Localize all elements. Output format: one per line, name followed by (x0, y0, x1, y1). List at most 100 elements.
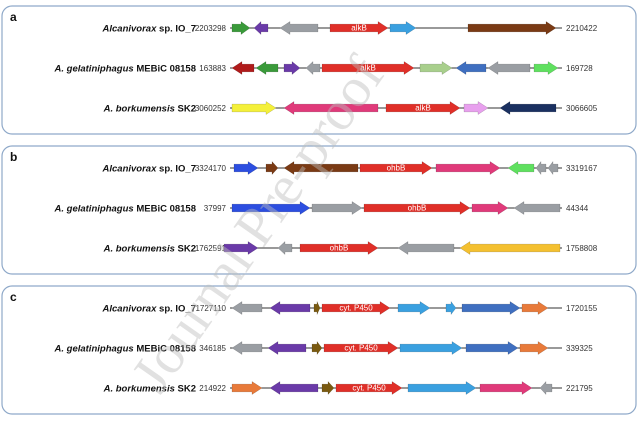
gene-arrow (399, 341, 463, 355)
gene-arrow (499, 101, 557, 115)
end-coordinate: 339325 (566, 344, 593, 353)
organism-strain: MEBiC 08158 (134, 64, 196, 75)
organism-label: Alcanivorax sp. IO_7 (102, 304, 196, 315)
gene-arrow (471, 201, 509, 215)
gene-arrow (535, 160, 547, 176)
end-coordinate: 169728 (566, 64, 593, 73)
organism-genus-species: A. gelatiniphagus (54, 344, 134, 355)
gene-arrow-ohbb (363, 201, 471, 215)
organism-strain: MEBiC 08158 (134, 204, 196, 215)
organism-strain: MEBiC 08158 (134, 344, 196, 355)
organism-label: A. gelatiniphagus MEBiC 08158 (54, 344, 197, 355)
gene-arrow (521, 301, 549, 315)
gene-arrow (445, 300, 457, 316)
organism-strain: SK2 (175, 104, 196, 115)
organism-label: A. gelatiniphagus MEBiC 08158 (54, 64, 197, 75)
gene-arrow (305, 60, 321, 76)
gene-arrow (231, 381, 263, 395)
panel-letter: c (10, 290, 17, 304)
gene-arrow (519, 341, 549, 355)
gene-label: cyt. P450 (344, 344, 378, 353)
organism-label: A. borkumensis SK2 (103, 384, 196, 395)
gene-arrow (255, 61, 279, 75)
start-coordinate: 1727110 (195, 304, 226, 313)
gene-arrow (389, 21, 417, 35)
end-coordinate: 221795 (566, 384, 593, 393)
gene-label: ohbB (408, 204, 427, 213)
end-coordinate: 1720155 (566, 304, 598, 313)
organism-genus-species: A. borkumensis (103, 244, 175, 255)
gene-arrow-alkb (329, 21, 389, 35)
gene-arrow-cyt-p450 (335, 381, 403, 395)
start-coordinate: 3060252 (195, 104, 227, 113)
start-coordinate: 2203298 (195, 24, 227, 33)
gene-label: cyt. P450 (352, 384, 386, 393)
organism-strain: SK2 (175, 384, 196, 395)
gene-arrow (233, 161, 259, 175)
organism-strain: sp. IO_7 (156, 304, 196, 315)
gene-arrow (513, 201, 561, 215)
panel-letter: a (10, 10, 17, 24)
gene-arrow (539, 380, 553, 396)
organism-strain: sp. IO_7 (156, 24, 196, 35)
gene-arrow (231, 341, 263, 355)
gene-arrow (419, 61, 453, 75)
gene-arrow-ohbb (299, 241, 379, 255)
gene-arrow (507, 161, 535, 175)
start-coordinate: 3324170 (195, 164, 227, 173)
gene-arrow-cyt-p450 (321, 301, 391, 315)
organism-label: Alcanivorax sp. IO_7 (102, 164, 196, 175)
gene-arrow (397, 301, 431, 315)
gene-arrow (547, 160, 559, 176)
organism-genus-species: Alcanivorax (102, 164, 158, 175)
gene-arrow (435, 161, 501, 175)
gene-arrow (223, 241, 259, 255)
gene-arrow (231, 21, 251, 35)
organism-genus-species: Alcanivorax (102, 304, 158, 315)
gene-arrow (311, 201, 363, 215)
start-coordinate: 37997 (204, 204, 227, 213)
gene-label: cyt. P450 (339, 304, 373, 313)
gene-arrow (283, 60, 301, 76)
gene-arrow (231, 101, 277, 115)
gene-arrow (463, 101, 489, 115)
gene-arrow (311, 340, 323, 356)
gene-label: ohbB (387, 164, 406, 173)
gene-arrow (533, 61, 559, 75)
gene-arrow (313, 301, 321, 315)
gene-arrow (479, 381, 533, 395)
organism-genus-species: A. gelatiniphagus (54, 64, 134, 75)
gene-arrow (231, 201, 311, 215)
gene-arrow (269, 381, 319, 395)
gene-arrow (321, 380, 335, 396)
gene-arrow (277, 240, 293, 256)
organism-label: A. borkumensis SK2 (103, 104, 196, 115)
start-coordinate: 163883 (199, 64, 226, 73)
organism-genus-species: A. borkumensis (103, 104, 175, 115)
gene-arrow (397, 241, 455, 255)
gene-arrow-ohbb (359, 161, 433, 175)
gene-arrow (279, 21, 319, 35)
gene-arrow-cyt-p450 (323, 341, 399, 355)
gene-label: alkB (351, 24, 367, 33)
panel-letter: b (10, 150, 17, 164)
end-coordinate: 3319167 (566, 164, 598, 173)
organism-strain: sp. IO_7 (156, 164, 196, 175)
organism-strain: SK2 (175, 244, 196, 255)
gene-arrow (283, 101, 379, 115)
gene-arrow (253, 20, 269, 36)
gene-label: alkB (360, 64, 376, 73)
gene-arrow (265, 160, 279, 176)
gene-arrow (455, 61, 487, 75)
end-coordinate: 44344 (566, 204, 589, 213)
gene-label: ohbB (330, 244, 349, 253)
